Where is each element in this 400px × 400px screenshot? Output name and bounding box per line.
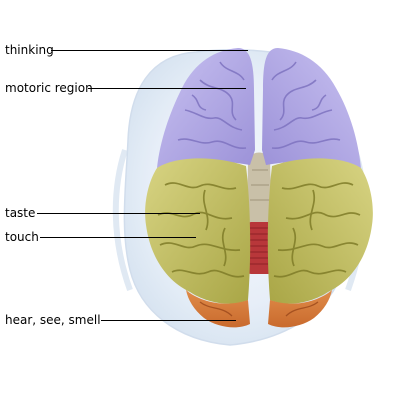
frontal-lobe-left xyxy=(157,48,255,168)
label-thinking: thinking xyxy=(5,43,54,57)
parietal-lobe-right xyxy=(267,158,373,304)
parietal-lobe-left xyxy=(145,158,251,304)
label-motoric-region: motoric region xyxy=(5,81,93,95)
occipital-lobe xyxy=(186,290,332,328)
label-touch: touch xyxy=(5,230,39,244)
leader-lines xyxy=(37,50,248,321)
cerebellum xyxy=(247,152,272,274)
frontal-lobe-right xyxy=(262,48,361,168)
label-hear-see-smell: hear, see, smell xyxy=(5,313,101,327)
label-taste: taste xyxy=(5,206,36,220)
